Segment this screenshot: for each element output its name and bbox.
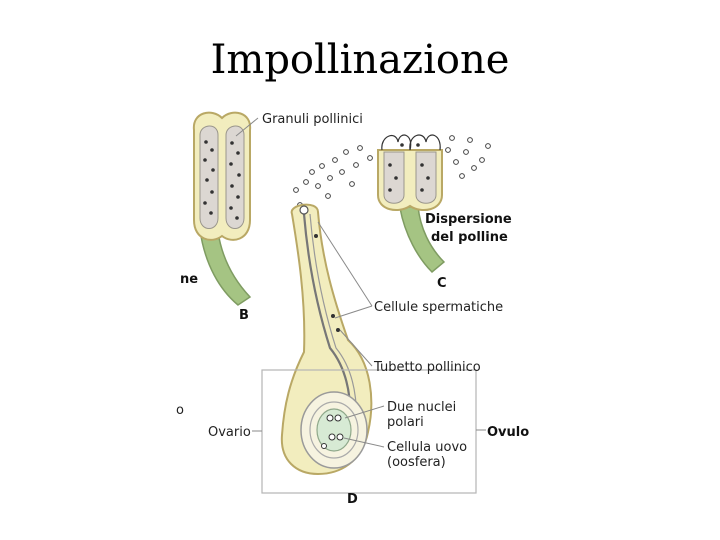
- anther-c: [377, 134, 446, 274]
- pollen-grain-on-stigma: [299, 205, 309, 215]
- leader-lines: [235, 117, 486, 448]
- label-stage-b: B: [239, 308, 249, 323]
- page-title: Impollinazione: [210, 37, 510, 83]
- label-cellule-spermatiche: Cellule spermatiche: [374, 300, 503, 315]
- polar-nuclei: [326, 414, 342, 422]
- label-stage-c: C: [437, 276, 447, 291]
- label-due-nuclei-1: Due nuclei: [387, 400, 456, 415]
- label-dispersione-1: Dispersione: [425, 212, 512, 227]
- label-cellula-uovo-2: (oosfera): [387, 455, 446, 470]
- label-o-fragment: o: [176, 403, 184, 418]
- pollen-sac-b-right: [225, 125, 245, 229]
- egg-cell: [321, 433, 344, 449]
- pollen-grains-b: [203, 140, 241, 220]
- sperm-cells: [314, 234, 340, 332]
- pollen-grains-c: [388, 143, 430, 192]
- stem-b: [199, 229, 252, 306]
- stem-c: [399, 205, 446, 274]
- opened-locules-c: [381, 134, 441, 151]
- anther-b: [192, 111, 252, 306]
- label-dispersione-2: del polline: [431, 230, 508, 245]
- pollen-sac-c-right: [415, 151, 437, 204]
- pollen-sac-b-left: [199, 125, 219, 229]
- label-ne-fragment: ne: [180, 272, 198, 287]
- label-tubetto-pollinico: Tubetto pollinico: [373, 360, 481, 375]
- pistil-d: [261, 203, 477, 494]
- label-stage-d: D: [347, 492, 358, 507]
- label-ovario: Ovario: [208, 425, 251, 440]
- label-ovulo: Ovulo: [487, 425, 529, 440]
- embryo-sac: [316, 408, 352, 452]
- pollen-sac-c-left: [383, 151, 405, 204]
- label-granuli-pollinici: Granuli pollinici: [262, 112, 363, 127]
- label-cellula-uovo-1: Cellula uovo: [387, 440, 467, 455]
- dispersed-pollen: [293, 135, 491, 208]
- label-due-nuclei-2: polari: [387, 415, 424, 430]
